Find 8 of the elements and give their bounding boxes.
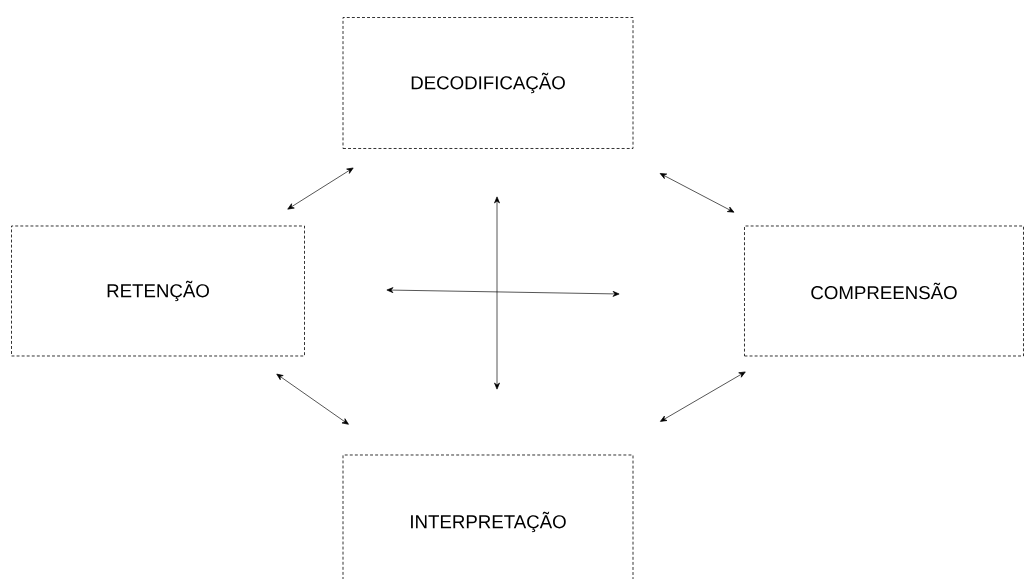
process-box: DECODIFICAÇÃO: [342, 17, 634, 149]
process-box: RETENÇÃO: [11, 225, 305, 357]
arrow: [660, 371, 746, 422]
process-box: COMPREENSÃO: [744, 225, 1024, 357]
process-box: INTERPRETAÇÃO: [342, 454, 634, 579]
arrow: [287, 167, 354, 210]
arrow: [659, 173, 735, 213]
arrow: [276, 373, 349, 425]
